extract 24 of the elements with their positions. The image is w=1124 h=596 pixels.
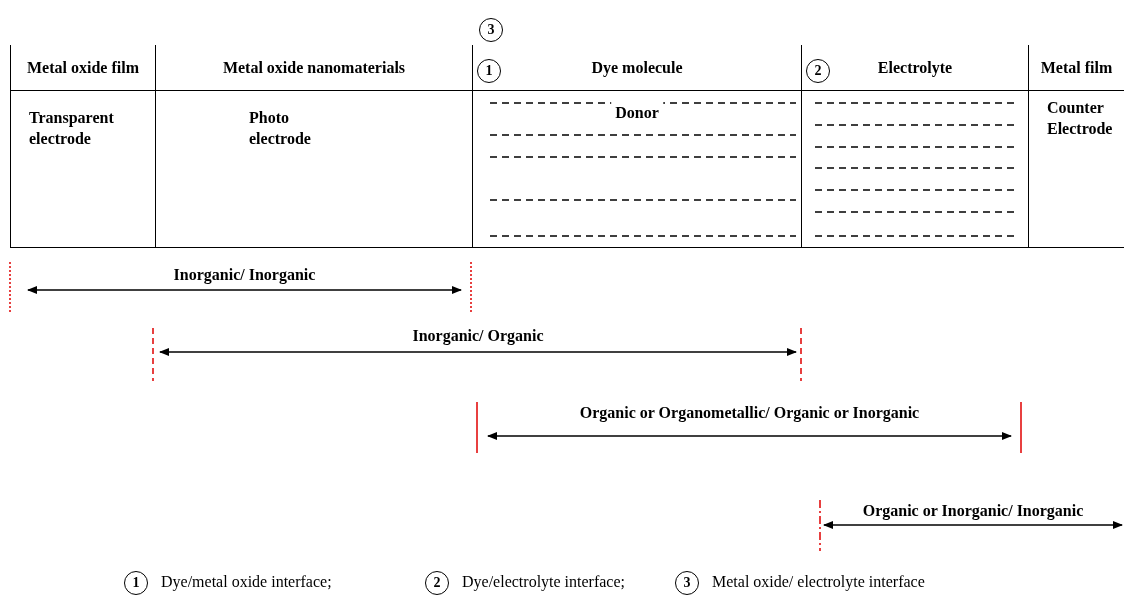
column-heading: Metal oxide nanomaterials <box>156 45 472 91</box>
layer-column <box>155 45 472 248</box>
number-circle: 1 <box>124 571 148 595</box>
legend-text: Dye/metal oxide interface; <box>161 573 332 591</box>
column-heading: Metal film <box>1029 45 1124 91</box>
number-circle: 1 <box>477 59 501 83</box>
legend-text: Dye/electrolyte interface; <box>462 573 625 591</box>
span-label: Organic or Organometallic/ Organic or Inorganic <box>579 404 920 422</box>
layer-label: Photo electrode <box>249 108 312 149</box>
number-circle: 2 <box>806 59 830 83</box>
span-label: Inorganic/ Organic <box>412 327 544 345</box>
layer-label: Transparent electrode <box>29 108 115 149</box>
layer-label: Counter Electrode <box>1047 98 1114 139</box>
layer-column <box>1028 45 1124 248</box>
layer-column <box>801 45 1028 248</box>
number-circle: 2 <box>425 571 449 595</box>
legend-text: Metal oxide/ electrolyte interface <box>712 573 925 591</box>
layer-column <box>10 45 155 248</box>
number-circle: 3 <box>675 571 699 595</box>
span-label: Inorganic/ Inorganic <box>173 266 316 284</box>
span-label: Organic or Inorganic/ Inorganic <box>862 502 1084 520</box>
column-heading: Metal oxide film <box>11 45 155 91</box>
layer-column <box>472 45 801 248</box>
number-circle: 3 <box>479 18 503 42</box>
